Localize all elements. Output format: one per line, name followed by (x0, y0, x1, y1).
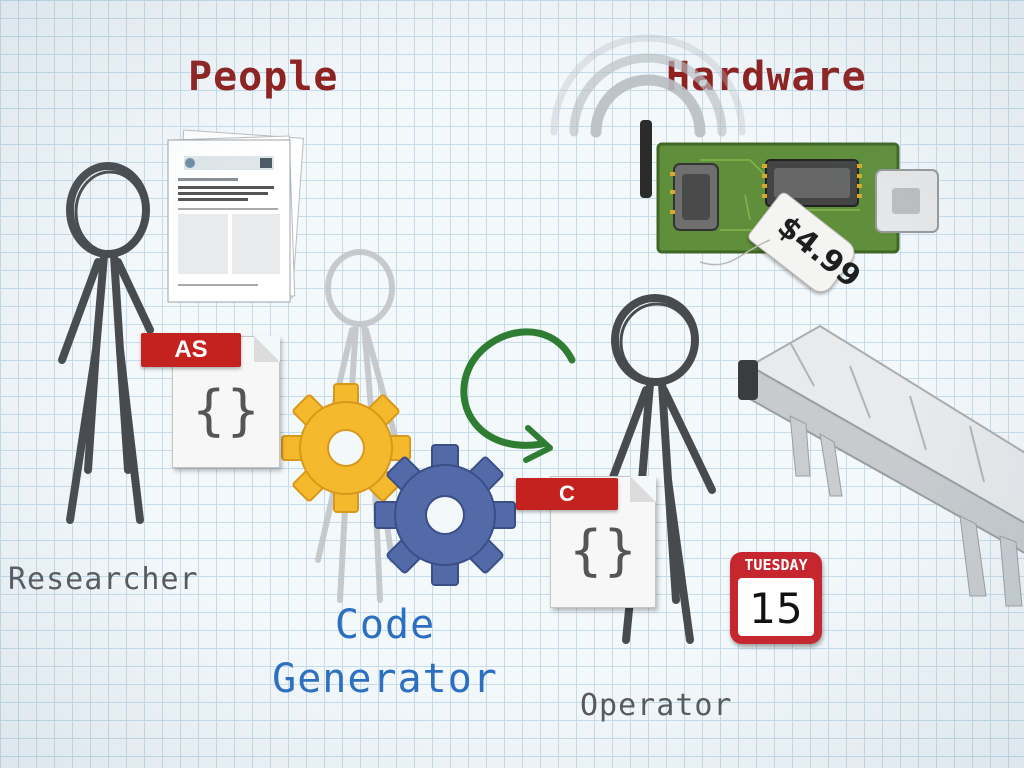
calendar-page: 15 (738, 578, 814, 636)
calendar-date: 15 (749, 584, 803, 633)
gear-icon (374, 444, 516, 586)
gear-icon (281, 383, 411, 513)
code-generator-label: Code Generator (250, 598, 520, 706)
document-stack-icon (167, 129, 304, 303)
refresh-arrow-icon (460, 328, 576, 463)
braces-text: {} (568, 519, 638, 582)
code-generator-line2: Generator (272, 656, 498, 702)
code-generator-line1: Code (334, 602, 436, 648)
actionscript-tag: AS (141, 333, 241, 367)
file-fold (630, 476, 656, 502)
operator-label: Operator (580, 688, 733, 723)
calendar-icon: TUESDAY 15 (730, 552, 822, 644)
c-tag: C (516, 478, 618, 510)
braces-text: {} (191, 379, 261, 442)
calendar-day: TUESDAY (744, 556, 808, 574)
researcher-label: Researcher (8, 562, 199, 597)
file-fold (254, 336, 280, 362)
conveyor-belt-icon (738, 324, 1024, 607)
tag-string (699, 239, 771, 266)
people-heading: People (188, 54, 339, 100)
